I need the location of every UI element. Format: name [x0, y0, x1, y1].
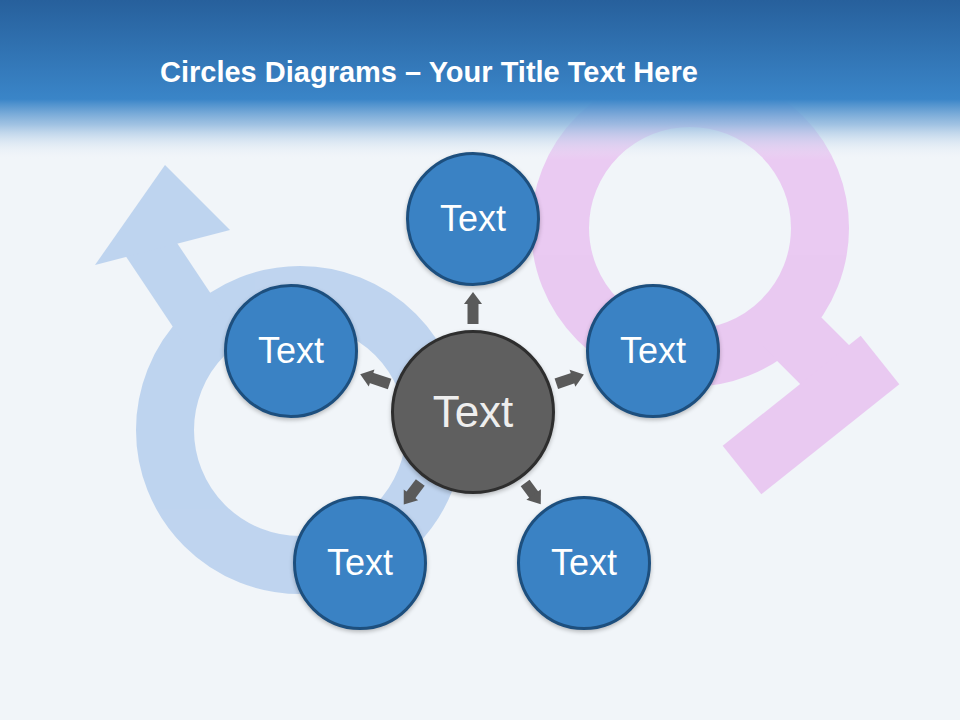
outer-circle: Text	[224, 284, 358, 418]
circle-label: Text	[258, 331, 324, 371]
outer-circle: Text	[586, 284, 720, 418]
circle-label: Text	[433, 388, 514, 436]
slide-title: Circles Diagrams – Your Title Text Here	[160, 56, 698, 89]
circle-label: Text	[440, 199, 506, 239]
outer-circle: Text	[406, 152, 540, 286]
header-bar	[0, 0, 960, 160]
outer-circle: Text	[517, 496, 651, 630]
center-circle: Text	[391, 330, 555, 494]
arrow-connector	[525, 483, 541, 504]
circle-label: Text	[551, 543, 617, 583]
outer-circle: Text	[293, 496, 427, 630]
arrow-connector	[360, 369, 389, 386]
circle-label: Text	[620, 331, 686, 371]
arrow-connector	[404, 482, 421, 504]
circle-label: Text	[327, 543, 393, 583]
arrow-connector	[464, 292, 482, 324]
arrow-connector	[556, 370, 584, 387]
